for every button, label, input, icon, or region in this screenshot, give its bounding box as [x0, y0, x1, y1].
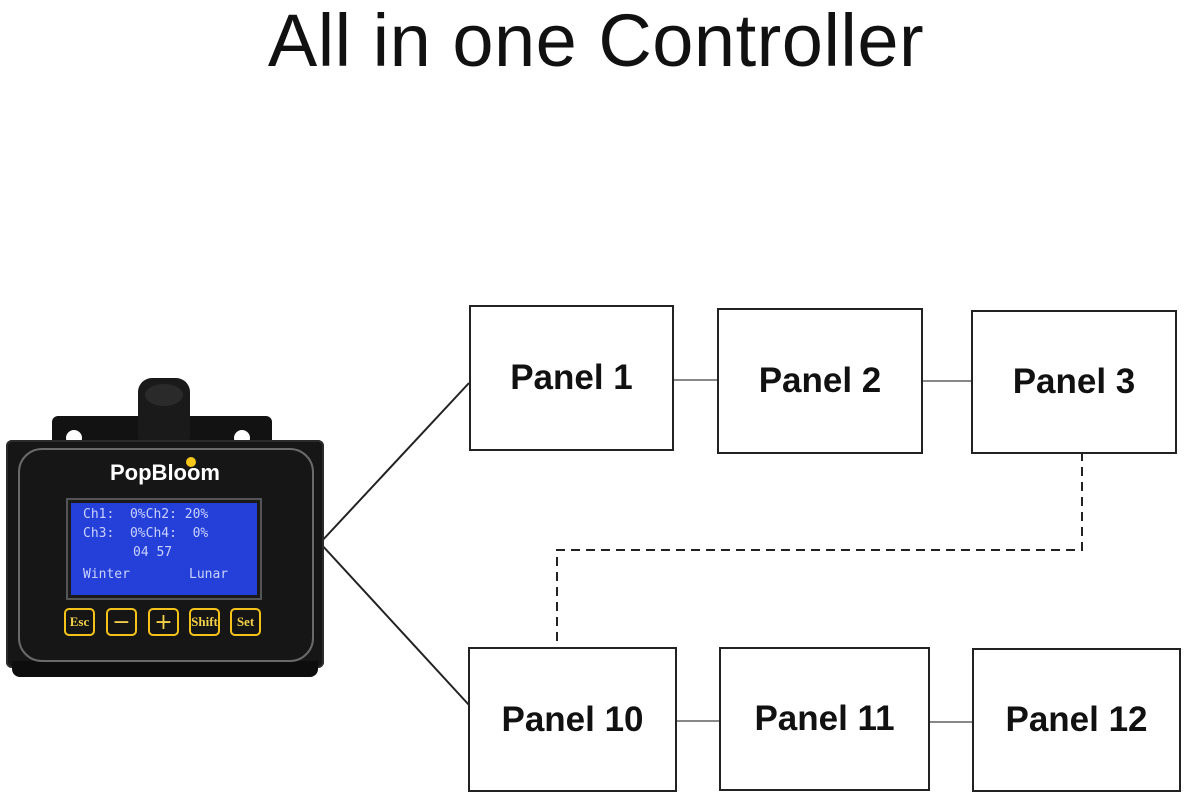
faceplate-outline	[18, 448, 314, 662]
plus-button[interactable]: +	[148, 608, 179, 636]
logo-sun-icon	[186, 457, 196, 467]
set-button[interactable]: Set	[230, 608, 261, 636]
panel-11-label: Panel 11	[754, 699, 895, 738]
cable-gland-cap	[145, 384, 183, 406]
panel-10-label: Panel 10	[501, 699, 644, 739]
panel-11: Panel 11	[719, 647, 930, 791]
panel-1: Panel 1	[469, 305, 674, 451]
link-controller-panel10	[319, 542, 470, 706]
panel-2-label: Panel 2	[758, 361, 882, 400]
lcd-screen: Ch1: 0%Ch2: 20% Ch3: 0%Ch4: 0% 04 57 Win…	[68, 500, 260, 598]
panel-3: Panel 3	[971, 310, 1177, 454]
panel-12: Panel 12	[972, 648, 1181, 792]
panel-1-label: Panel 1	[510, 358, 633, 397]
lcd-line-2: Ch3: 0%Ch4: 0%	[83, 526, 209, 541]
brand-logo: PopBloom	[110, 460, 220, 485]
lcd-line-3: 04 57	[133, 545, 173, 560]
link-controller-panel1	[319, 382, 470, 544]
panel-12-label: Panel 12	[1005, 700, 1148, 739]
panel-3-label: Panel 3	[1012, 362, 1136, 401]
shift-button[interactable]: Shift	[189, 608, 220, 636]
lcd-line-1: Ch1: 0%Ch2: 20%	[83, 507, 209, 522]
lcd-mode: Lunar	[189, 567, 229, 582]
controller-device: PopBloom Ch1: 0%Ch2: 20% Ch3: 0%Ch4: 0% …	[0, 378, 330, 683]
minus-button[interactable]: −	[106, 608, 137, 636]
diagram-title: All in one Controller	[267, 0, 925, 82]
controller-base	[12, 661, 318, 677]
dashed-continuation-path	[556, 452, 1083, 648]
panel-10: Panel 10	[468, 647, 677, 792]
esc-button[interactable]: Esc	[64, 608, 95, 636]
lcd-season: Winter	[83, 567, 130, 582]
panel-2: Panel 2	[717, 308, 923, 454]
